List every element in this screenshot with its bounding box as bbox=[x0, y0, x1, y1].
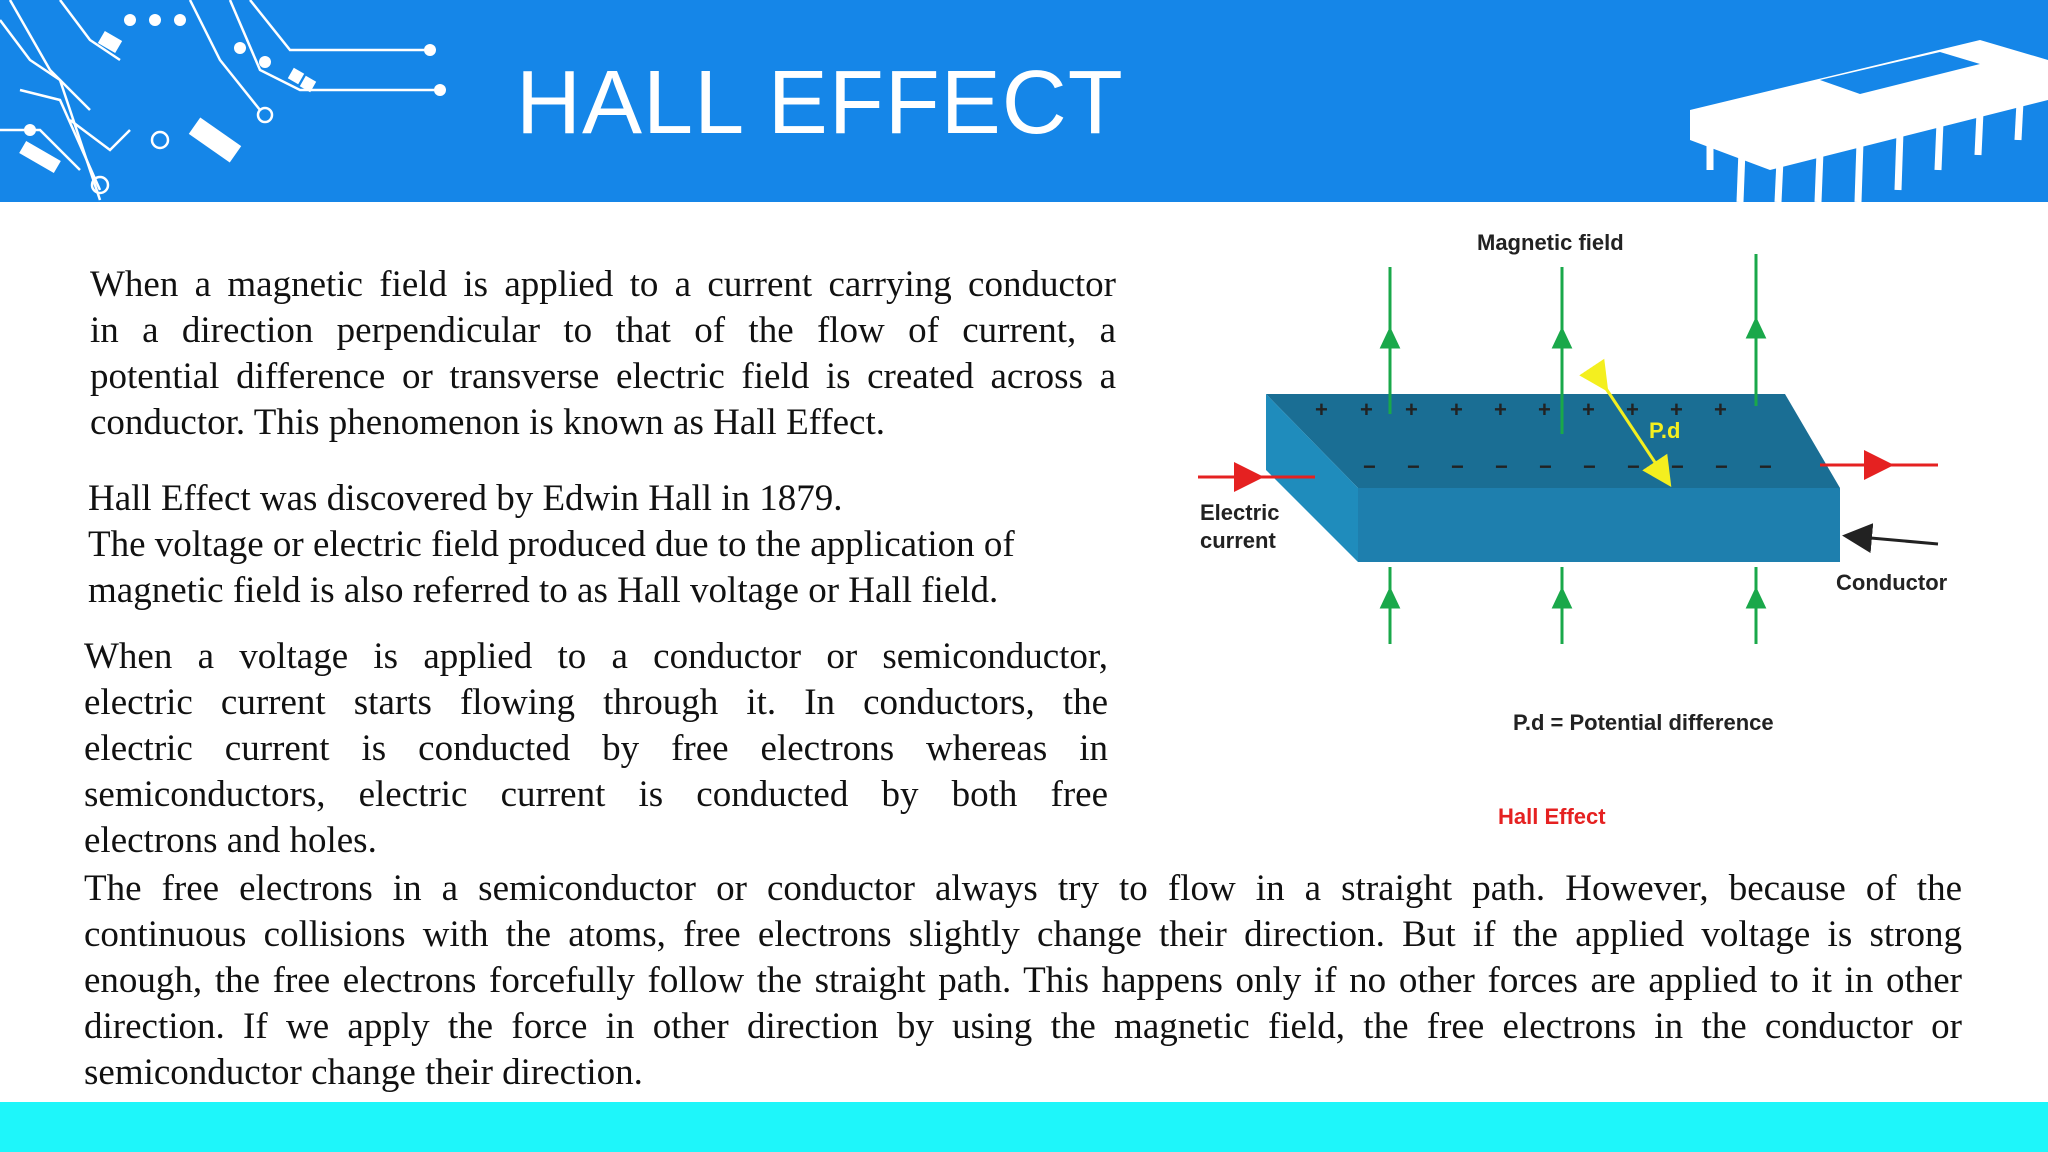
text-line: The free electrons in a semiconductor or… bbox=[84, 868, 1962, 909]
minus-charge: − bbox=[1583, 454, 1596, 479]
minus-charge: − bbox=[1363, 454, 1376, 479]
minus-charge: − bbox=[1759, 454, 1772, 479]
minus-charge: − bbox=[1627, 454, 1640, 479]
figure-caption: Hall Effect bbox=[1498, 804, 1606, 829]
plus-charge: + bbox=[1582, 397, 1595, 422]
text-line: enough, the free electrons forcefully fo… bbox=[84, 960, 1962, 1001]
text-line: electrons and holes. bbox=[84, 820, 377, 861]
electric-current-label: current bbox=[1200, 528, 1276, 553]
footer-band bbox=[0, 1102, 2048, 1152]
minus-charge: − bbox=[1715, 454, 1728, 479]
paragraph-electron-path: The free electrons in a semiconductor or… bbox=[84, 866, 1962, 1096]
plus-charge: + bbox=[1626, 397, 1639, 422]
plus-charge: + bbox=[1538, 397, 1551, 422]
conductor-front-face bbox=[1358, 488, 1840, 562]
page-title: HALL EFFECT bbox=[516, 53, 1124, 153]
text-line: The voltage or electric field produced d… bbox=[88, 524, 1015, 565]
minus-charge: − bbox=[1671, 454, 1684, 479]
minus-charge: − bbox=[1495, 454, 1508, 479]
minus-charge: − bbox=[1407, 454, 1420, 479]
magnetic-field-label: Magnetic field bbox=[1477, 230, 1624, 255]
plus-charge: + bbox=[1360, 397, 1373, 422]
text-line: semiconductor change their direction. bbox=[84, 1052, 643, 1093]
plus-charge: + bbox=[1450, 397, 1463, 422]
plus-charge: + bbox=[1405, 397, 1418, 422]
text-line: When a voltage is applied to a conductor… bbox=[84, 636, 1108, 677]
minus-charge: − bbox=[1451, 454, 1464, 479]
chip-decoration bbox=[1690, 40, 2048, 202]
circuit-decoration bbox=[0, 0, 446, 201]
conductor-pointer-arrow bbox=[1842, 523, 1939, 554]
pd-legend: P.d = Potential difference bbox=[1513, 710, 1774, 735]
magnetic-field-lines-top bbox=[1379, 254, 1767, 394]
plus-charge: + bbox=[1670, 397, 1683, 422]
pd-label: P.d bbox=[1649, 418, 1680, 443]
text-line: direction. If we apply the force in othe… bbox=[84, 1006, 1962, 1047]
electric-current-label: Electric bbox=[1200, 500, 1280, 525]
potential-difference-arrow bbox=[1579, 358, 1672, 488]
plus-charge: + bbox=[1714, 397, 1727, 422]
text-line: electric current starts flowing through … bbox=[84, 682, 1108, 723]
hall-effect-diagram: Magnetic field + + + + + + + + + + − − −… bbox=[1180, 212, 1980, 852]
text-line: semiconductors, electric current is cond… bbox=[84, 774, 1108, 815]
text-line: electric current is conducted by free el… bbox=[84, 728, 1108, 769]
paragraph-history: Hall Effect was discovered by Edwin Hall… bbox=[88, 476, 1138, 614]
text-line: potential difference or transverse elect… bbox=[90, 356, 1116, 397]
text-line: magnetic field is also referred to as Ha… bbox=[88, 570, 999, 611]
plus-charge: + bbox=[1315, 397, 1328, 422]
paragraph-definition: When a magnetic field is applied to a cu… bbox=[90, 262, 1116, 446]
magnetic-field-lines-bottom bbox=[1379, 567, 1767, 644]
text-line: in a direction perpendicular to that of … bbox=[90, 310, 1116, 351]
paragraph-conduction: When a voltage is applied to a conductor… bbox=[84, 634, 1108, 864]
conductor-label: Conductor bbox=[1836, 570, 1948, 595]
magnetic-field-lines-through bbox=[1388, 394, 1758, 434]
text-line: Hall Effect was discovered by Edwin Hall… bbox=[88, 478, 843, 519]
conductor-top-face bbox=[1266, 394, 1840, 488]
minus-charge: − bbox=[1539, 454, 1552, 479]
text-line: continuous collisions with the atoms, fr… bbox=[84, 914, 1962, 955]
slide-header: HALL EFFECT bbox=[0, 0, 2048, 202]
text-line: When a magnetic field is applied to a cu… bbox=[90, 264, 1116, 305]
text-line: conductor. This phenomenon is known as H… bbox=[90, 402, 886, 443]
plus-charge: + bbox=[1494, 397, 1507, 422]
